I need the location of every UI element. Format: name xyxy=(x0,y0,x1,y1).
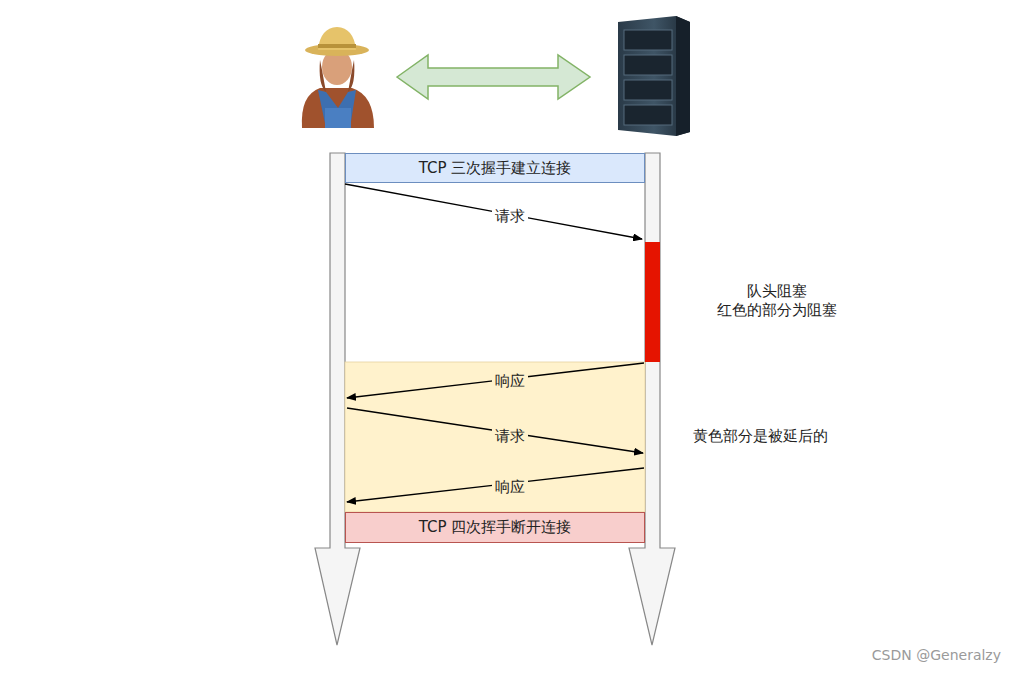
blocking-bar xyxy=(645,242,660,362)
message-arrow xyxy=(345,184,642,239)
note: 黄色部分是被延后的 xyxy=(690,427,831,447)
message-arrow xyxy=(347,363,644,398)
delayed-region xyxy=(345,362,645,512)
phase-band: TCP 三次握手建立连接 xyxy=(345,153,645,183)
server-icon xyxy=(618,16,690,136)
arrow-label: 请求 xyxy=(492,207,528,227)
watermark: CSDN @Generalzy xyxy=(869,646,1004,664)
arrow-label: 响应 xyxy=(492,478,528,498)
arrow-label: 请求 xyxy=(492,427,528,447)
phase-band: TCP 四次挥手断开连接 xyxy=(345,512,645,543)
band-text: TCP 三次握手建立连接 xyxy=(419,159,572,178)
double-arrow xyxy=(397,55,590,99)
band-text: TCP 四次挥手断开连接 xyxy=(419,518,572,537)
message-arrow xyxy=(347,468,644,502)
message-arrow xyxy=(347,408,643,453)
note: 队头阻塞 红色的部分为阻塞 xyxy=(707,282,848,321)
client-icon xyxy=(302,27,374,128)
arrow-label: 响应 xyxy=(492,372,528,392)
